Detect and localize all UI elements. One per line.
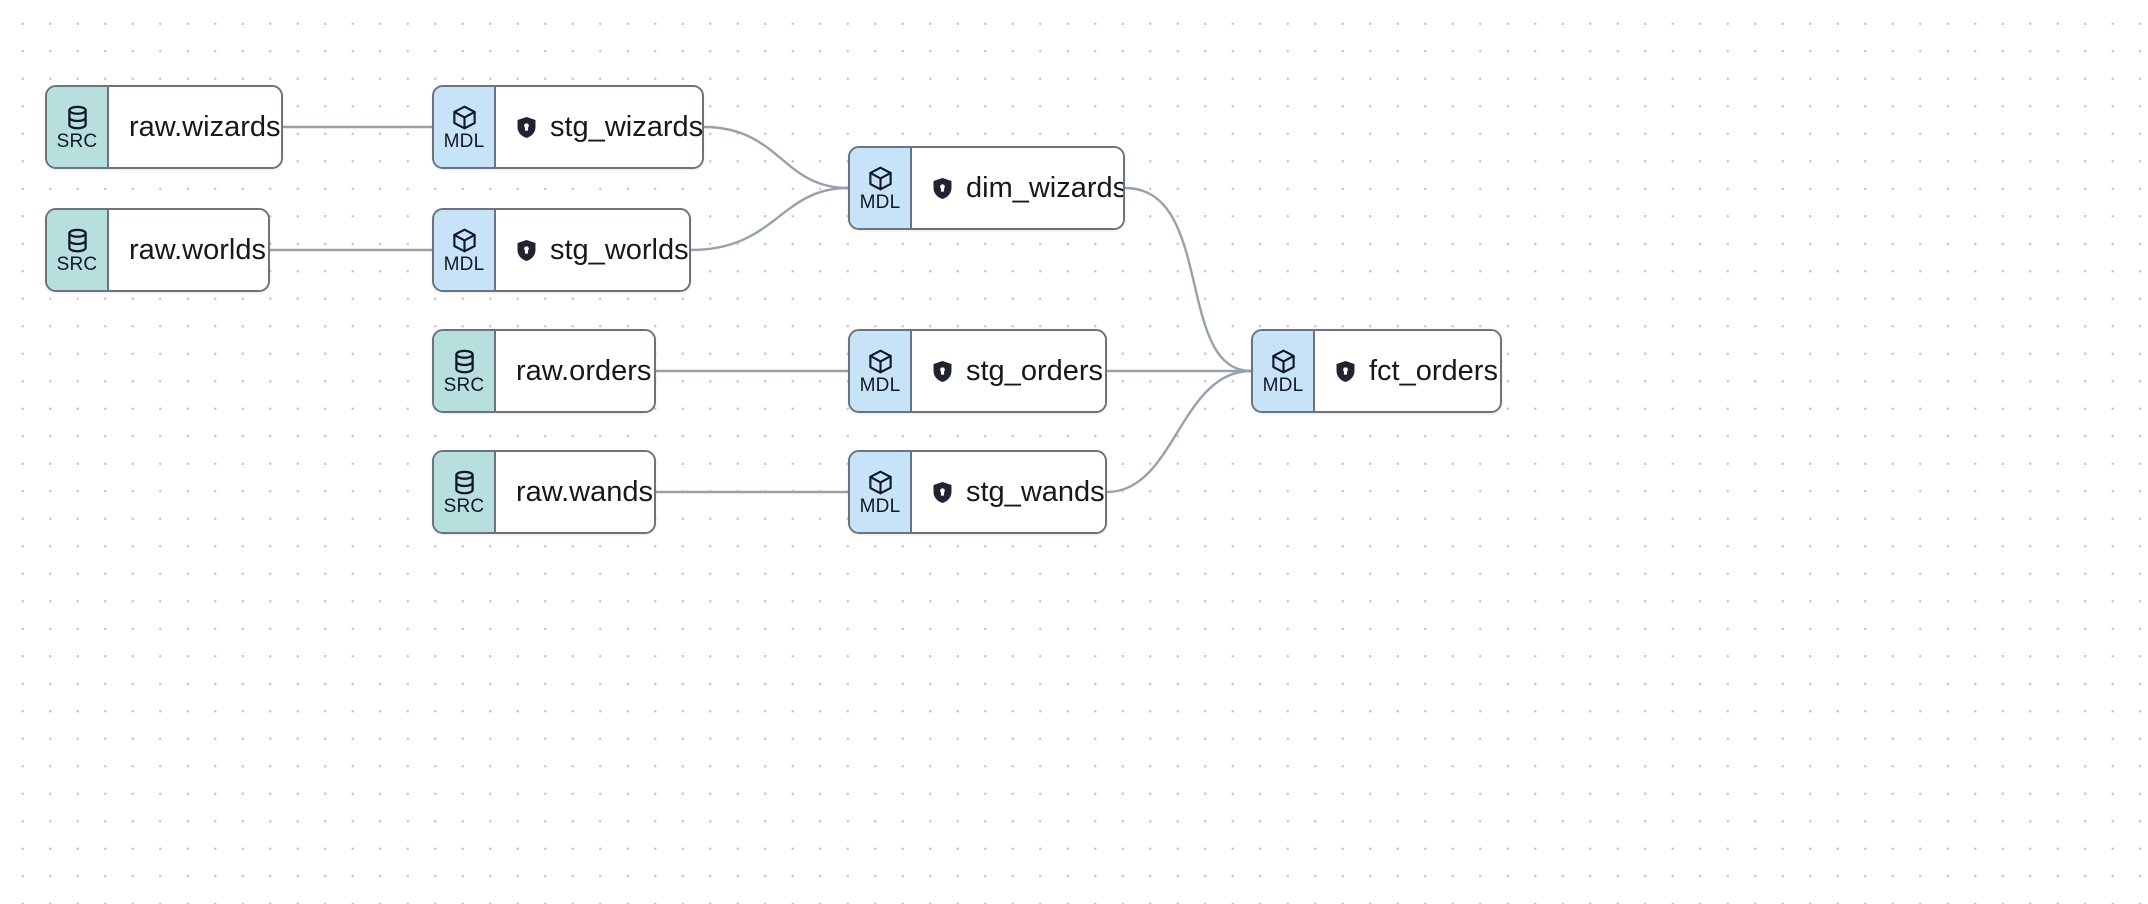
database-icon — [451, 348, 478, 375]
cube-icon — [1270, 348, 1297, 375]
shield-lock-icon — [516, 116, 537, 139]
node-kind-label: MDL — [859, 375, 901, 396]
shield-lock-icon — [932, 481, 953, 504]
node-kind-label: MDL — [859, 192, 901, 213]
node-label: stg_worlds — [550, 234, 689, 266]
shield-lock-icon — [516, 239, 537, 262]
lineage-node-raw_wizards[interactable]: SRC raw.wizards — [45, 85, 283, 169]
node-kind-badge-raw_wizards: SRC — [47, 87, 109, 167]
cube-icon — [867, 165, 894, 192]
node-label: raw.orders — [516, 355, 652, 387]
lineage-node-raw_worlds[interactable]: SRC raw.worlds — [45, 208, 270, 292]
cube-icon — [451, 227, 478, 254]
node-label: stg_wands — [966, 476, 1105, 508]
node-kind-badge-dim_wizards: MDL — [850, 148, 912, 228]
node-body-raw_wands: raw.wands — [496, 452, 654, 532]
lineage-node-stg_wizards[interactable]: MDL stg_wizards — [432, 85, 704, 169]
shield-lock-icon — [1335, 360, 1356, 383]
node-kind-label: SRC — [56, 254, 98, 275]
node-label: raw.wizards — [129, 111, 281, 143]
node-label: stg_orders — [966, 355, 1104, 387]
node-body-raw_worlds: raw.worlds — [109, 210, 268, 290]
node-body-stg_wands: stg_wands — [912, 452, 1105, 532]
node-kind-badge-stg_wands: MDL — [850, 452, 912, 532]
node-kind-badge-stg_worlds: MDL — [434, 210, 496, 290]
lineage-node-fct_orders[interactable]: MDL fct_orders — [1251, 329, 1502, 413]
node-label: raw.worlds — [129, 234, 266, 266]
node-kind-badge-stg_orders: MDL — [850, 331, 912, 411]
node-body-dim_wizards: dim_wizards — [912, 148, 1125, 228]
node-kind-label: MDL — [1262, 375, 1304, 396]
node-kind-label: MDL — [443, 254, 485, 275]
lineage-node-stg_wands[interactable]: MDL stg_wands — [848, 450, 1107, 534]
node-kind-label: SRC — [443, 375, 485, 396]
node-body-stg_wizards: stg_wizards — [496, 87, 704, 167]
database-icon — [64, 227, 91, 254]
cube-icon — [451, 104, 478, 131]
node-kind-badge-raw_worlds: SRC — [47, 210, 109, 290]
node-label: raw.wands — [516, 476, 654, 508]
lineage-node-raw_orders[interactable]: SRC raw.orders — [432, 329, 656, 413]
database-icon — [451, 469, 478, 496]
node-label: dim_wizards — [966, 172, 1125, 204]
node-kind-badge-stg_wizards: MDL — [434, 87, 496, 167]
node-body-fct_orders: fct_orders — [1315, 331, 1500, 411]
node-label: stg_wizards — [550, 111, 704, 143]
cube-icon — [867, 469, 894, 496]
node-body-stg_worlds: stg_worlds — [496, 210, 689, 290]
node-kind-badge-raw_orders: SRC — [434, 331, 496, 411]
shield-lock-icon — [932, 177, 953, 200]
lineage-node-dim_wizards[interactable]: MDL dim_wizards — [848, 146, 1125, 230]
lineage-node-raw_wands[interactable]: SRC raw.wands — [432, 450, 656, 534]
database-icon — [64, 104, 91, 131]
node-body-raw_orders: raw.orders — [496, 331, 654, 411]
lineage-node-stg_orders[interactable]: MDL stg_orders — [848, 329, 1107, 413]
node-body-raw_wizards: raw.wizards — [109, 87, 281, 167]
node-kind-label: MDL — [443, 131, 485, 152]
cube-icon — [867, 348, 894, 375]
node-kind-badge-fct_orders: MDL — [1253, 331, 1315, 411]
node-kind-badge-raw_wands: SRC — [434, 452, 496, 532]
node-kind-label: SRC — [443, 496, 485, 517]
node-kind-label: MDL — [859, 496, 901, 517]
node-label: fct_orders — [1369, 355, 1498, 387]
node-body-stg_orders: stg_orders — [912, 331, 1105, 411]
shield-lock-icon — [932, 360, 953, 383]
lineage-node-stg_worlds[interactable]: MDL stg_worlds — [432, 208, 691, 292]
node-kind-label: SRC — [56, 131, 98, 152]
